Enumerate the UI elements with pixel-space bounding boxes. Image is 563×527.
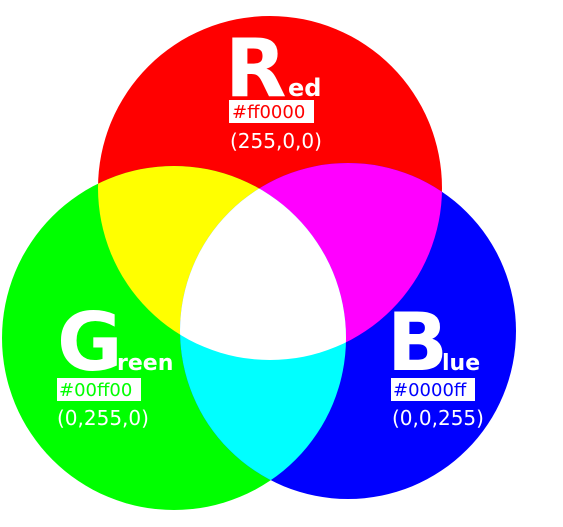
green-hex-code: #00ff00: [59, 380, 132, 401]
green-rest: reen: [117, 351, 173, 376]
white-center-overlap: [180, 166, 346, 360]
blue-label: B lue #0000ff (0,0,255): [387, 296, 484, 430]
blue-hex-code: #0000ff: [393, 380, 467, 401]
red-initial: R: [225, 22, 287, 115]
red-label: R ed #ff0000 (255,0,0): [225, 22, 322, 153]
blue-hex-background: [391, 378, 475, 401]
green-label: G reen #00ff00 (0,255,0): [57, 296, 173, 430]
red-hex-background: [229, 100, 314, 123]
blue-rest: lue: [442, 351, 480, 376]
green-hex-background: [57, 378, 141, 401]
blue-initial: B: [387, 296, 448, 389]
red-rgb-value: (255,0,0): [230, 129, 322, 153]
red-rest: ed: [288, 74, 321, 102]
blue-rgb-value: (0,0,255): [392, 406, 484, 430]
red-hex-code: #ff0000: [232, 102, 305, 123]
green-initial: G: [57, 296, 123, 389]
green-rgb-value: (0,255,0): [57, 406, 149, 430]
